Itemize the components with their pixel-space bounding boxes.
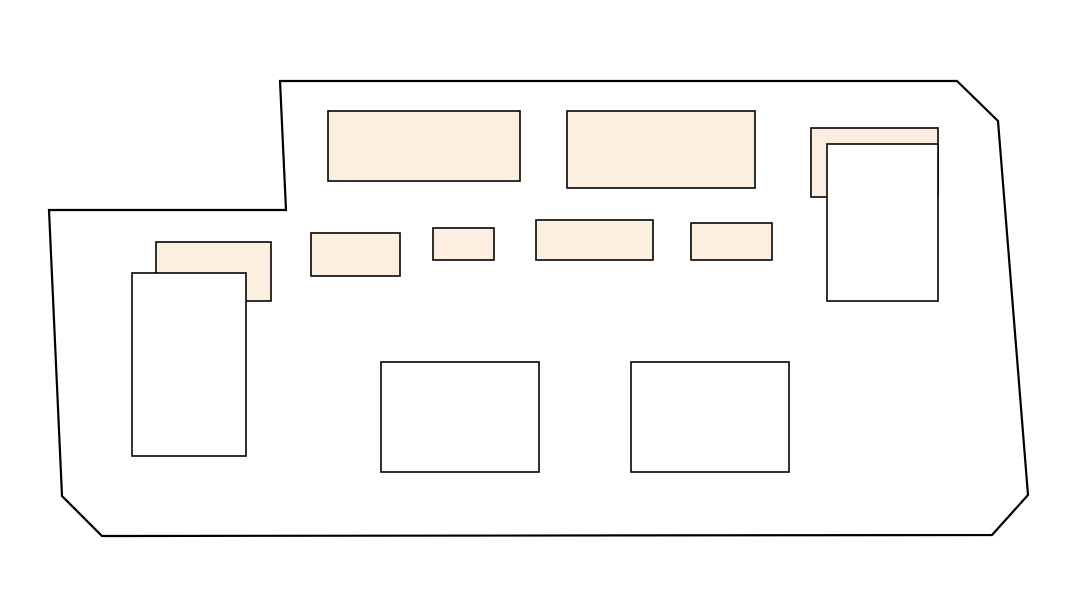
block-top-left [327,110,521,182]
block-mid-4 [690,222,773,261]
block-top-center [566,110,756,189]
block-mid-1 [310,232,401,277]
block-top-right-front [826,143,939,302]
block-left-front [131,272,247,457]
block-mid-2 [432,227,495,261]
block-bottom-right [630,361,790,473]
block-mid-3 [535,219,654,261]
block-bottom-left [380,361,540,473]
